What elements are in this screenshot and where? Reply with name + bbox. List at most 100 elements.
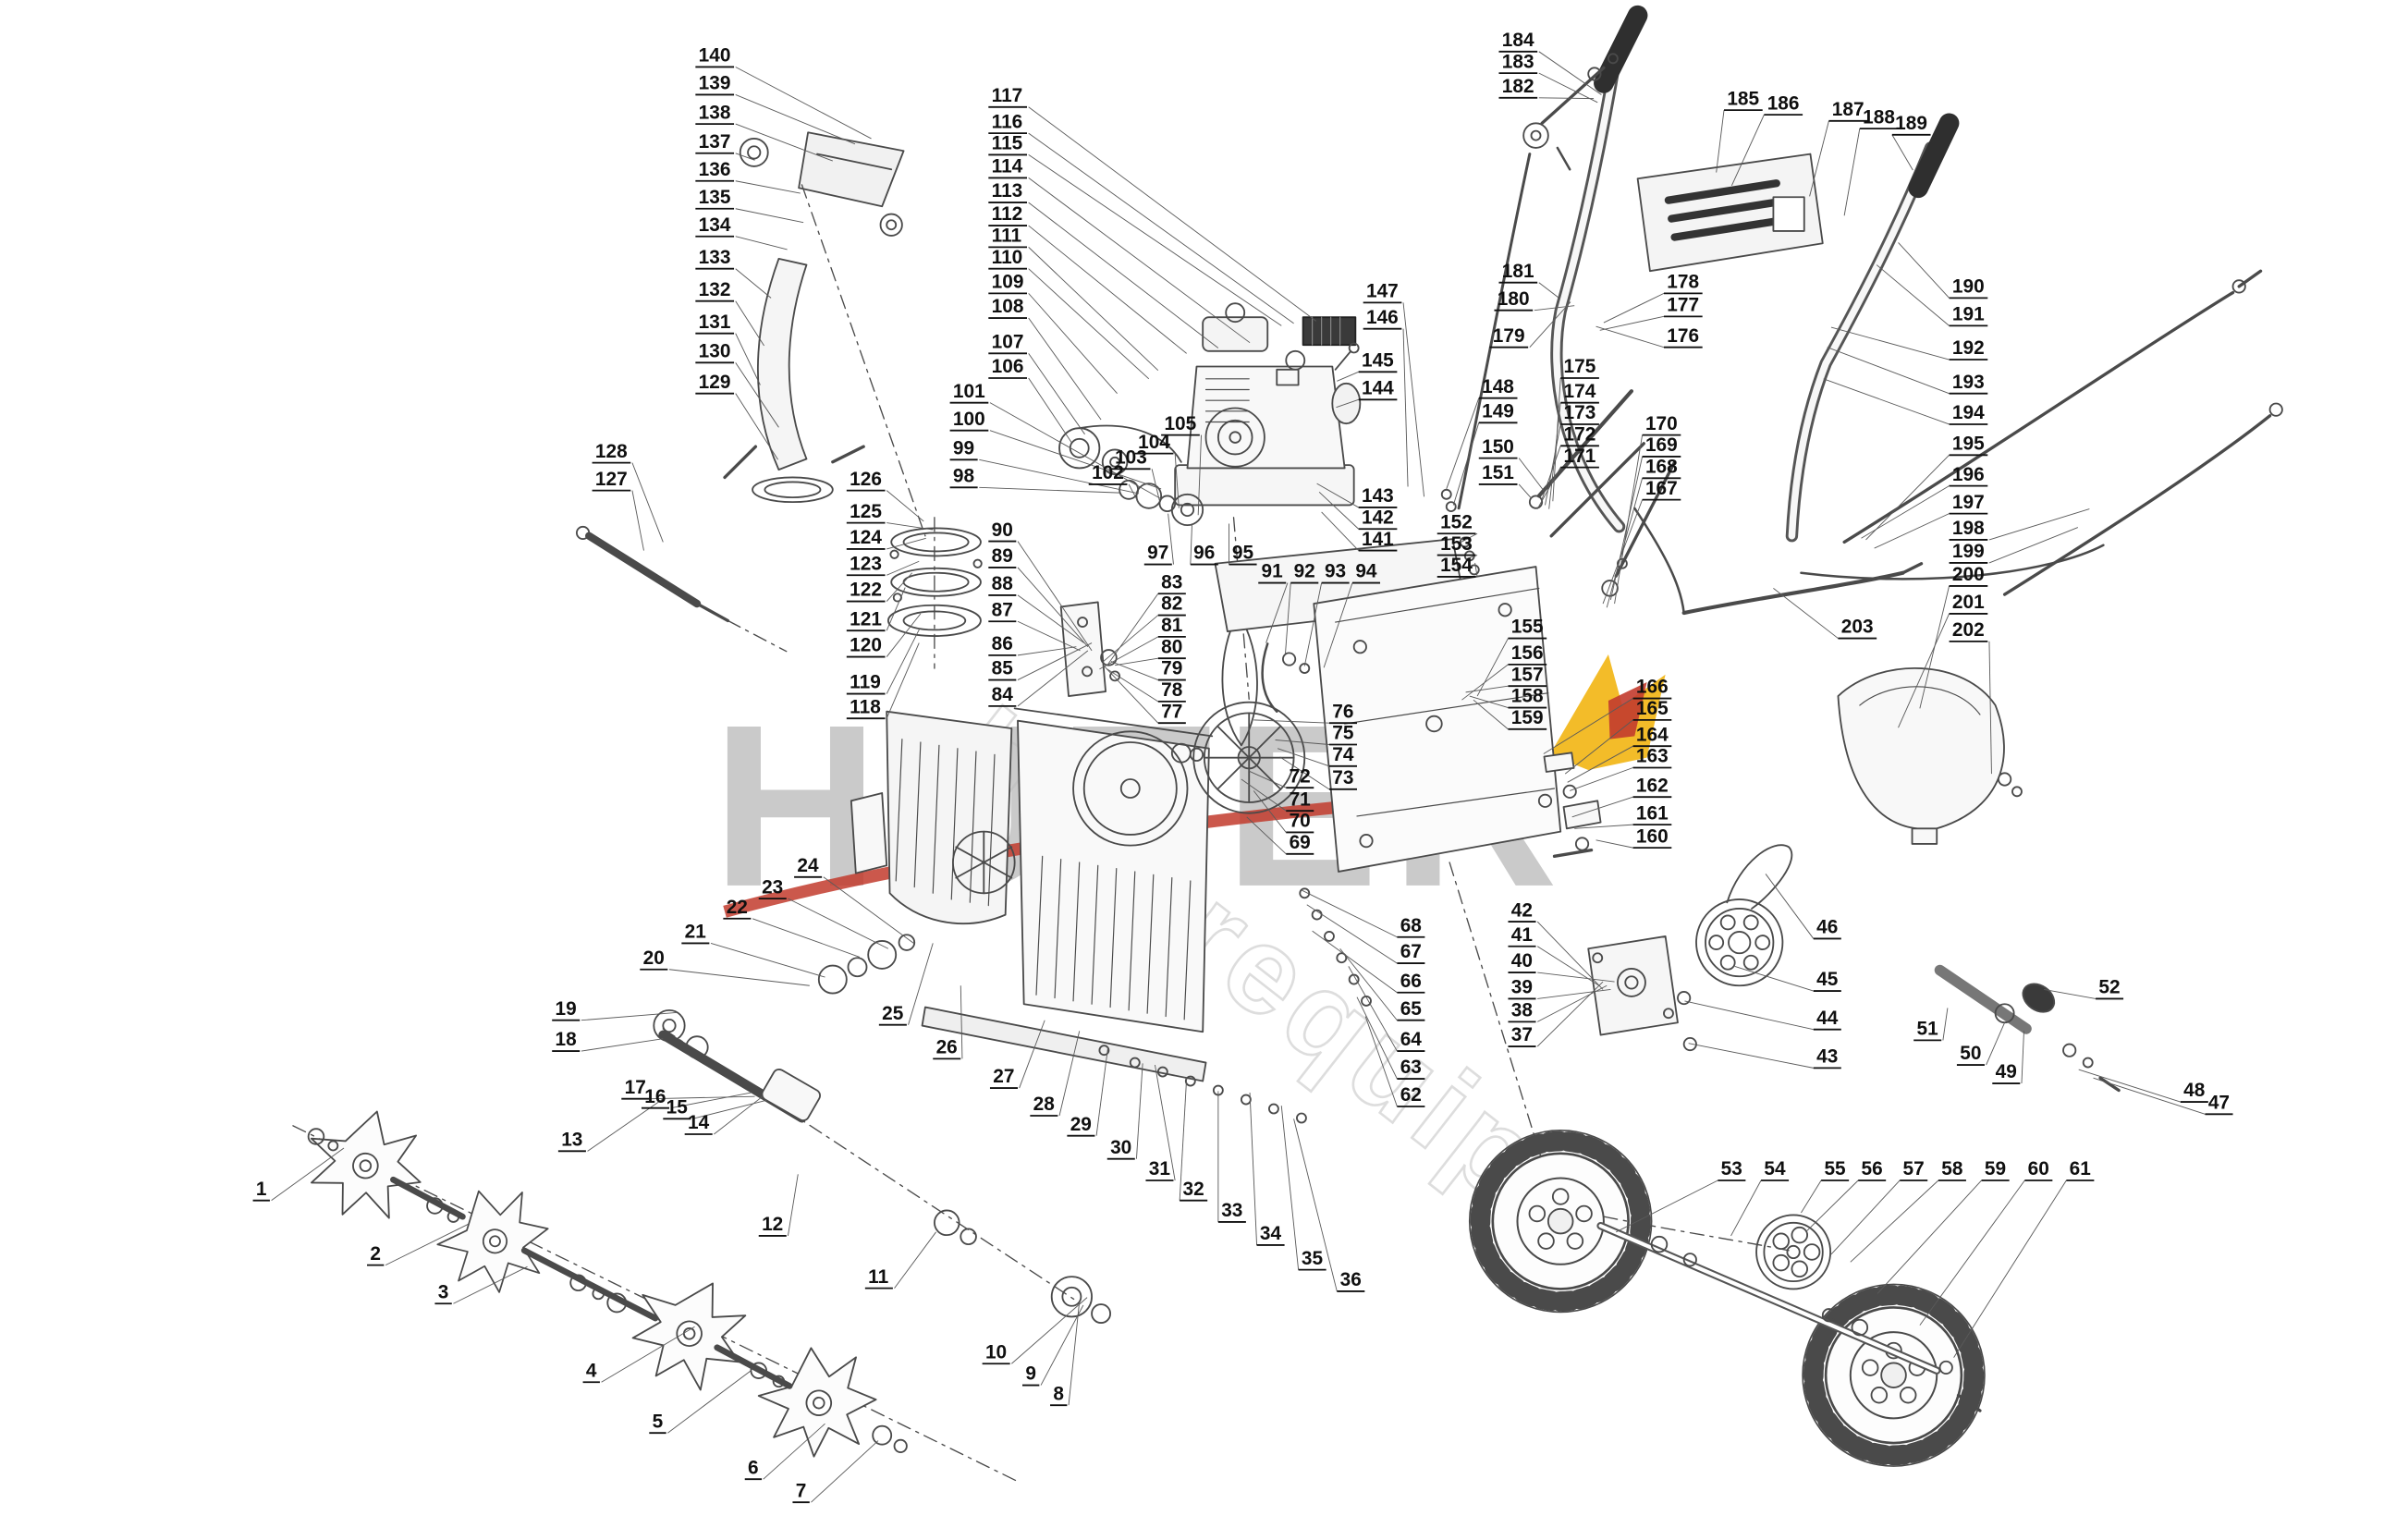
svg-text:199: 199 — [1952, 541, 1985, 562]
part-label-192: 192 — [1949, 337, 1988, 361]
svg-text:12: 12 — [762, 1214, 783, 1235]
leader-lines — [271, 51, 2206, 1503]
leader-line-26 — [960, 985, 963, 1059]
svg-text:58: 58 — [1941, 1158, 1962, 1179]
svg-text:182: 182 — [1502, 76, 1534, 97]
auger-assembly — [292, 1098, 1019, 1483]
part-label-115: 115 — [988, 133, 1028, 156]
svg-text:108: 108 — [992, 296, 1024, 317]
svg-text:81: 81 — [1161, 615, 1182, 636]
part-label-137: 137 — [695, 131, 735, 154]
throttle-parts — [1457, 53, 1619, 510]
svg-text:186: 186 — [1767, 92, 1800, 114]
leader-line-45 — [1734, 965, 1814, 992]
svg-text:107: 107 — [992, 332, 1024, 353]
leader-line-142 — [1318, 491, 1359, 530]
svg-text:60: 60 — [2028, 1158, 2049, 1179]
part-label-109: 109 — [988, 272, 1028, 295]
svg-text:73: 73 — [1332, 767, 1353, 788]
leader-line-158 — [1469, 695, 1509, 708]
leader-line-41 — [1536, 946, 1600, 986]
part-label-170: 170 — [1642, 413, 1681, 436]
svg-text:15: 15 — [666, 1097, 688, 1118]
svg-text:16: 16 — [644, 1086, 666, 1107]
svg-text:76: 76 — [1332, 701, 1353, 722]
part-label-78: 78 — [1157, 679, 1186, 703]
svg-text:116: 116 — [992, 111, 1023, 132]
svg-text:49: 49 — [1996, 1061, 2017, 1082]
part-label-152: 152 — [1437, 511, 1476, 535]
part-label-196: 196 — [1949, 464, 1988, 487]
part-label-144: 144 — [1358, 378, 1398, 401]
part-label-141: 141 — [1358, 529, 1398, 552]
svg-text:59: 59 — [1985, 1158, 2006, 1179]
svg-text:5: 5 — [653, 1411, 664, 1432]
part-label-127: 127 — [592, 469, 631, 492]
svg-text:190: 190 — [1952, 276, 1985, 298]
part-label-189: 189 — [1891, 113, 1931, 136]
part-label-79: 79 — [1157, 658, 1186, 681]
leader-line-140 — [735, 67, 872, 140]
part-label-145: 145 — [1358, 350, 1398, 373]
part-label-71: 71 — [1286, 788, 1314, 813]
svg-text:165: 165 — [1636, 698, 1669, 719]
leader-line-65 — [1339, 947, 1398, 1021]
leader-line-162 — [1571, 796, 1633, 818]
svg-text:100: 100 — [953, 409, 985, 430]
svg-text:120: 120 — [850, 635, 882, 656]
svg-text:197: 197 — [1952, 492, 1985, 513]
part-label-60: 60 — [2024, 1158, 2053, 1181]
svg-text:143: 143 — [1362, 485, 1394, 507]
part-label-135: 135 — [695, 187, 735, 210]
svg-text:27: 27 — [993, 1066, 1014, 1087]
svg-text:2: 2 — [370, 1243, 381, 1265]
part-label-195: 195 — [1949, 433, 1988, 457]
svg-text:192: 192 — [1952, 337, 1985, 359]
belt-cover — [1837, 666, 2023, 845]
part-label-2: 2 — [367, 1243, 385, 1266]
part-label-138: 138 — [695, 102, 735, 126]
part-label-116: 116 — [988, 111, 1028, 135]
part-label-106: 106 — [988, 356, 1028, 379]
svg-text:35: 35 — [1302, 1248, 1323, 1269]
svg-text:167: 167 — [1645, 478, 1678, 499]
part-label-99: 99 — [949, 437, 978, 461]
ring-stack — [886, 517, 983, 669]
watermark-flame-red — [1608, 682, 1647, 739]
leader-line-187 — [1809, 120, 1829, 197]
part-label-193: 193 — [1949, 372, 1988, 395]
leader-line-8 — [1068, 1301, 1081, 1406]
part-label-52: 52 — [2096, 977, 2124, 1000]
svg-text:132: 132 — [699, 279, 731, 300]
part-label-129: 129 — [695, 372, 735, 395]
leader-line-18 — [581, 1038, 664, 1052]
part-label-11: 11 — [864, 1266, 893, 1289]
leader-line-32 — [1179, 1078, 1188, 1201]
leader-line-148 — [1446, 397, 1480, 490]
leader-line-57 — [1830, 1179, 1901, 1255]
leader-line-66 — [1312, 930, 1398, 994]
part-label-81: 81 — [1157, 615, 1186, 638]
leader-line-71 — [1241, 778, 1287, 812]
leader-line-46 — [1765, 874, 1815, 939]
leader-line-203 — [1773, 588, 1839, 639]
part-label-119: 119 — [846, 672, 886, 695]
leader-line-123 — [886, 560, 920, 576]
leader-line-86 — [1017, 646, 1077, 656]
part-label-132: 132 — [695, 279, 735, 302]
leader-line-87 — [1017, 620, 1081, 652]
leader-line-83 — [1106, 593, 1159, 666]
leader-line-50 — [1986, 1022, 2006, 1066]
part-label-178: 178 — [1663, 272, 1703, 295]
svg-text:14: 14 — [688, 1112, 710, 1133]
handlebar — [1550, 5, 1960, 543]
leader-line-183 — [1538, 72, 1598, 104]
leader-line-108 — [1028, 317, 1102, 421]
svg-text:113: 113 — [992, 180, 1023, 202]
leader-line-192 — [1830, 326, 1950, 361]
part-label-180: 180 — [1494, 288, 1534, 312]
svg-text:62: 62 — [1400, 1084, 1422, 1106]
leader-line-129 — [735, 393, 778, 460]
part-label-89: 89 — [988, 545, 1017, 568]
